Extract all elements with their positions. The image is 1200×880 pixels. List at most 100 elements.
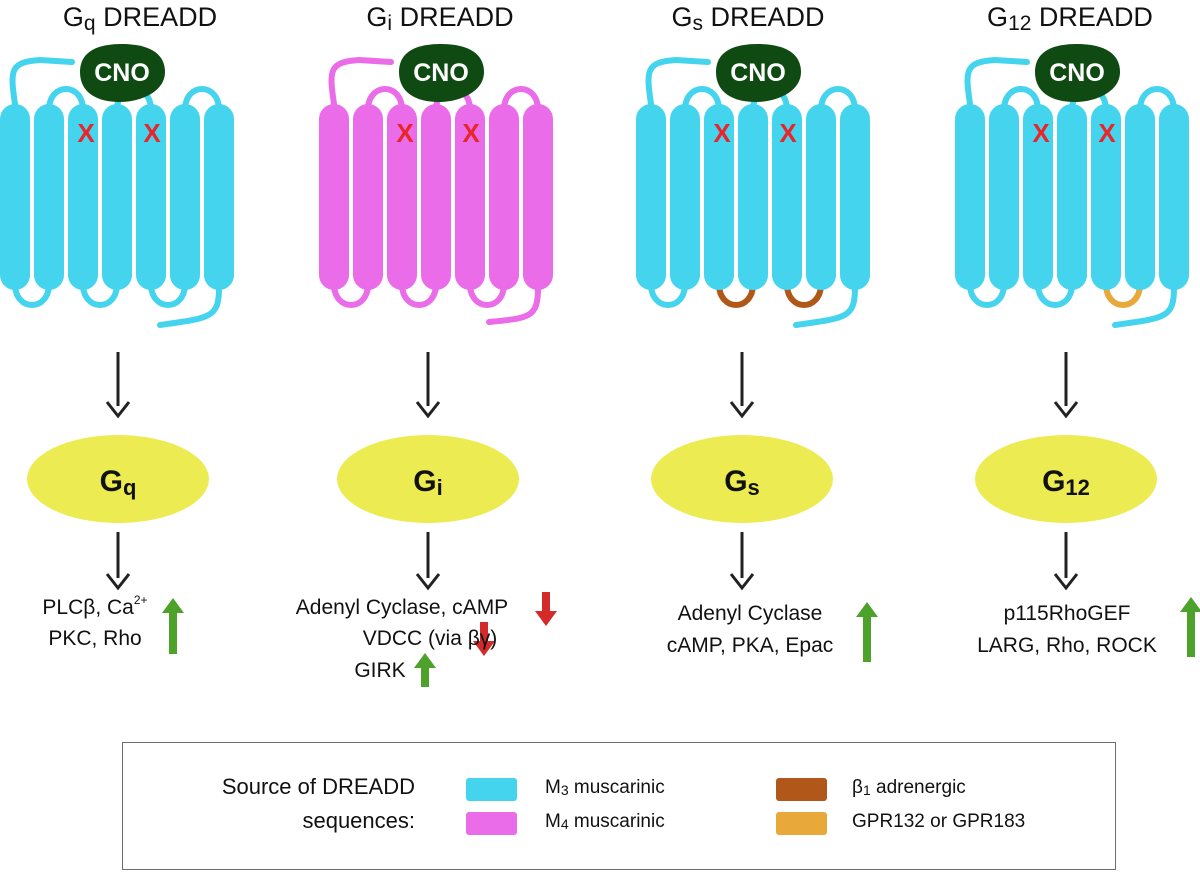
intracellular-loop	[1103, 283, 1143, 308]
g12-effect-line-1: p115RhoGEF	[1003, 602, 1131, 625]
transmembrane-helix	[353, 104, 383, 290]
receptor-g12: X X CNO	[955, 44, 1189, 328]
gs-effect-line-2: cAMP, PKA, Epac	[666, 634, 834, 657]
title-gi-dreadd: Gi DREADD	[366, 2, 514, 35]
transmembrane-helix	[102, 104, 132, 290]
g-protein-gs	[651, 435, 833, 523]
title-g12-dreadd: G12 DREADD	[987, 2, 1153, 35]
g-protein-g12	[975, 435, 1157, 523]
gs-effect-arrow-up	[856, 602, 878, 662]
title-gq-dreadd: Gq DREADD	[62, 2, 218, 35]
mutation-mark: X	[1098, 118, 1116, 148]
transmembrane-helix	[136, 104, 166, 290]
g-protein-gi	[337, 435, 519, 523]
mutation-mark: X	[462, 118, 480, 148]
cno-ligand	[1035, 44, 1120, 102]
legend-label-m4: M4 muscarinic	[545, 811, 665, 832]
c-terminus	[1112, 285, 1177, 328]
extracellular-loop	[818, 86, 858, 111]
transmembrane-helix	[68, 104, 98, 290]
extracellular-loop	[501, 86, 541, 111]
transmembrane-helix	[319, 104, 349, 290]
g12-effect-arrow-up	[1180, 597, 1200, 657]
intracellular-loop	[967, 283, 1007, 308]
intracellular-loop	[1035, 283, 1075, 308]
cno-label: CNO	[1049, 59, 1105, 87]
transmembrane-helix	[387, 104, 417, 290]
transmembrane-helix	[636, 104, 666, 290]
gs-effect-line-1: Adenyl Cyclase	[677, 602, 823, 625]
cno-label: CNO	[413, 59, 469, 87]
transmembrane-helix	[34, 104, 64, 290]
legend-label-m3: M3 muscarinic	[545, 777, 665, 798]
transmembrane-helix	[772, 104, 802, 290]
g-protein-gq	[27, 435, 209, 523]
c-terminus	[793, 285, 858, 328]
extracellular-loop	[1001, 86, 1041, 111]
g-protein-label-g12: G12	[1042, 465, 1090, 500]
mutation-mark: X	[713, 118, 731, 148]
mutation-mark: X	[1032, 118, 1050, 148]
transmembrane-helix	[1057, 104, 1087, 290]
arrow-g12-to-effectors-head	[1053, 573, 1079, 591]
gi-effect-arrow-up	[414, 653, 436, 687]
gq-effect-line-1: PLCβ, Ca2+	[42, 593, 148, 619]
receptor-gi: X X CNO	[319, 44, 553, 325]
cno-ligand	[80, 44, 165, 102]
extracellular-loop	[682, 86, 722, 111]
transmembrane-helix	[1159, 104, 1189, 290]
extracellular-loop	[182, 86, 222, 111]
transmembrane-helix	[0, 104, 30, 290]
c-terminus	[157, 285, 222, 328]
transmembrane-helix	[955, 104, 985, 290]
arrow-gq-to-effectors-head	[105, 573, 131, 591]
title-gs-dreadd: Gs DREADD	[671, 2, 825, 35]
arrow-receptor-to-g12-head	[1053, 401, 1079, 419]
arrow-receptor-to-gs-head	[729, 401, 755, 419]
legend-swatch-beta1	[776, 778, 827, 801]
n-terminus	[9, 56, 75, 107]
intracellular-loop	[80, 283, 120, 308]
arrow-receptor-to-gq-head	[105, 401, 131, 419]
cno-ligand	[399, 44, 484, 102]
transmembrane-helix	[523, 104, 553, 290]
receptor-gs: X X CNO	[636, 44, 870, 328]
cno-label: CNO	[94, 59, 150, 87]
cno-label: CNO	[730, 59, 786, 87]
transmembrane-helix	[1125, 104, 1155, 290]
g-protein-label-gs: Gs	[724, 465, 760, 500]
g12-effect-line-2: LARG, Rho, ROCK	[977, 634, 1157, 657]
transmembrane-helix	[1023, 104, 1053, 290]
transmembrane-helix	[738, 104, 768, 290]
legend-swatch-gpr132-gpr183	[776, 812, 827, 835]
gi-effect-arrow-down	[473, 622, 495, 656]
transmembrane-helix	[421, 104, 451, 290]
mutation-mark: X	[396, 118, 414, 148]
mutation-mark: X	[143, 118, 161, 148]
transmembrane-helix	[1091, 104, 1121, 290]
gi-effect-line-3: GIRK	[354, 659, 406, 682]
intracellular-loop	[716, 283, 756, 308]
n-terminus	[964, 56, 1030, 107]
intracellular-loop	[784, 283, 824, 308]
g-protein-label-gi: Gi	[413, 465, 442, 500]
transmembrane-helix	[489, 104, 519, 290]
transmembrane-helix	[840, 104, 870, 290]
legend-label-gpr132-gpr183: GPR132 or GPR183	[852, 811, 1026, 832]
legend-label-beta1: β1 adrenergic	[852, 777, 966, 798]
transmembrane-helix	[455, 104, 485, 290]
receptor-gq: X X CNO	[0, 44, 234, 328]
gq-effect-arrow-up	[162, 598, 184, 654]
legend-swatch-m3	[466, 778, 517, 801]
transmembrane-helix	[704, 104, 734, 290]
mutation-mark: X	[779, 118, 797, 148]
arrow-gi-to-effectors-head	[415, 573, 441, 591]
legend-swatch-m4	[466, 812, 517, 835]
transmembrane-helix	[170, 104, 200, 290]
transmembrane-helix	[204, 104, 234, 290]
transmembrane-helix	[806, 104, 836, 290]
c-terminus	[486, 285, 541, 325]
mutation-mark: X	[77, 118, 95, 148]
